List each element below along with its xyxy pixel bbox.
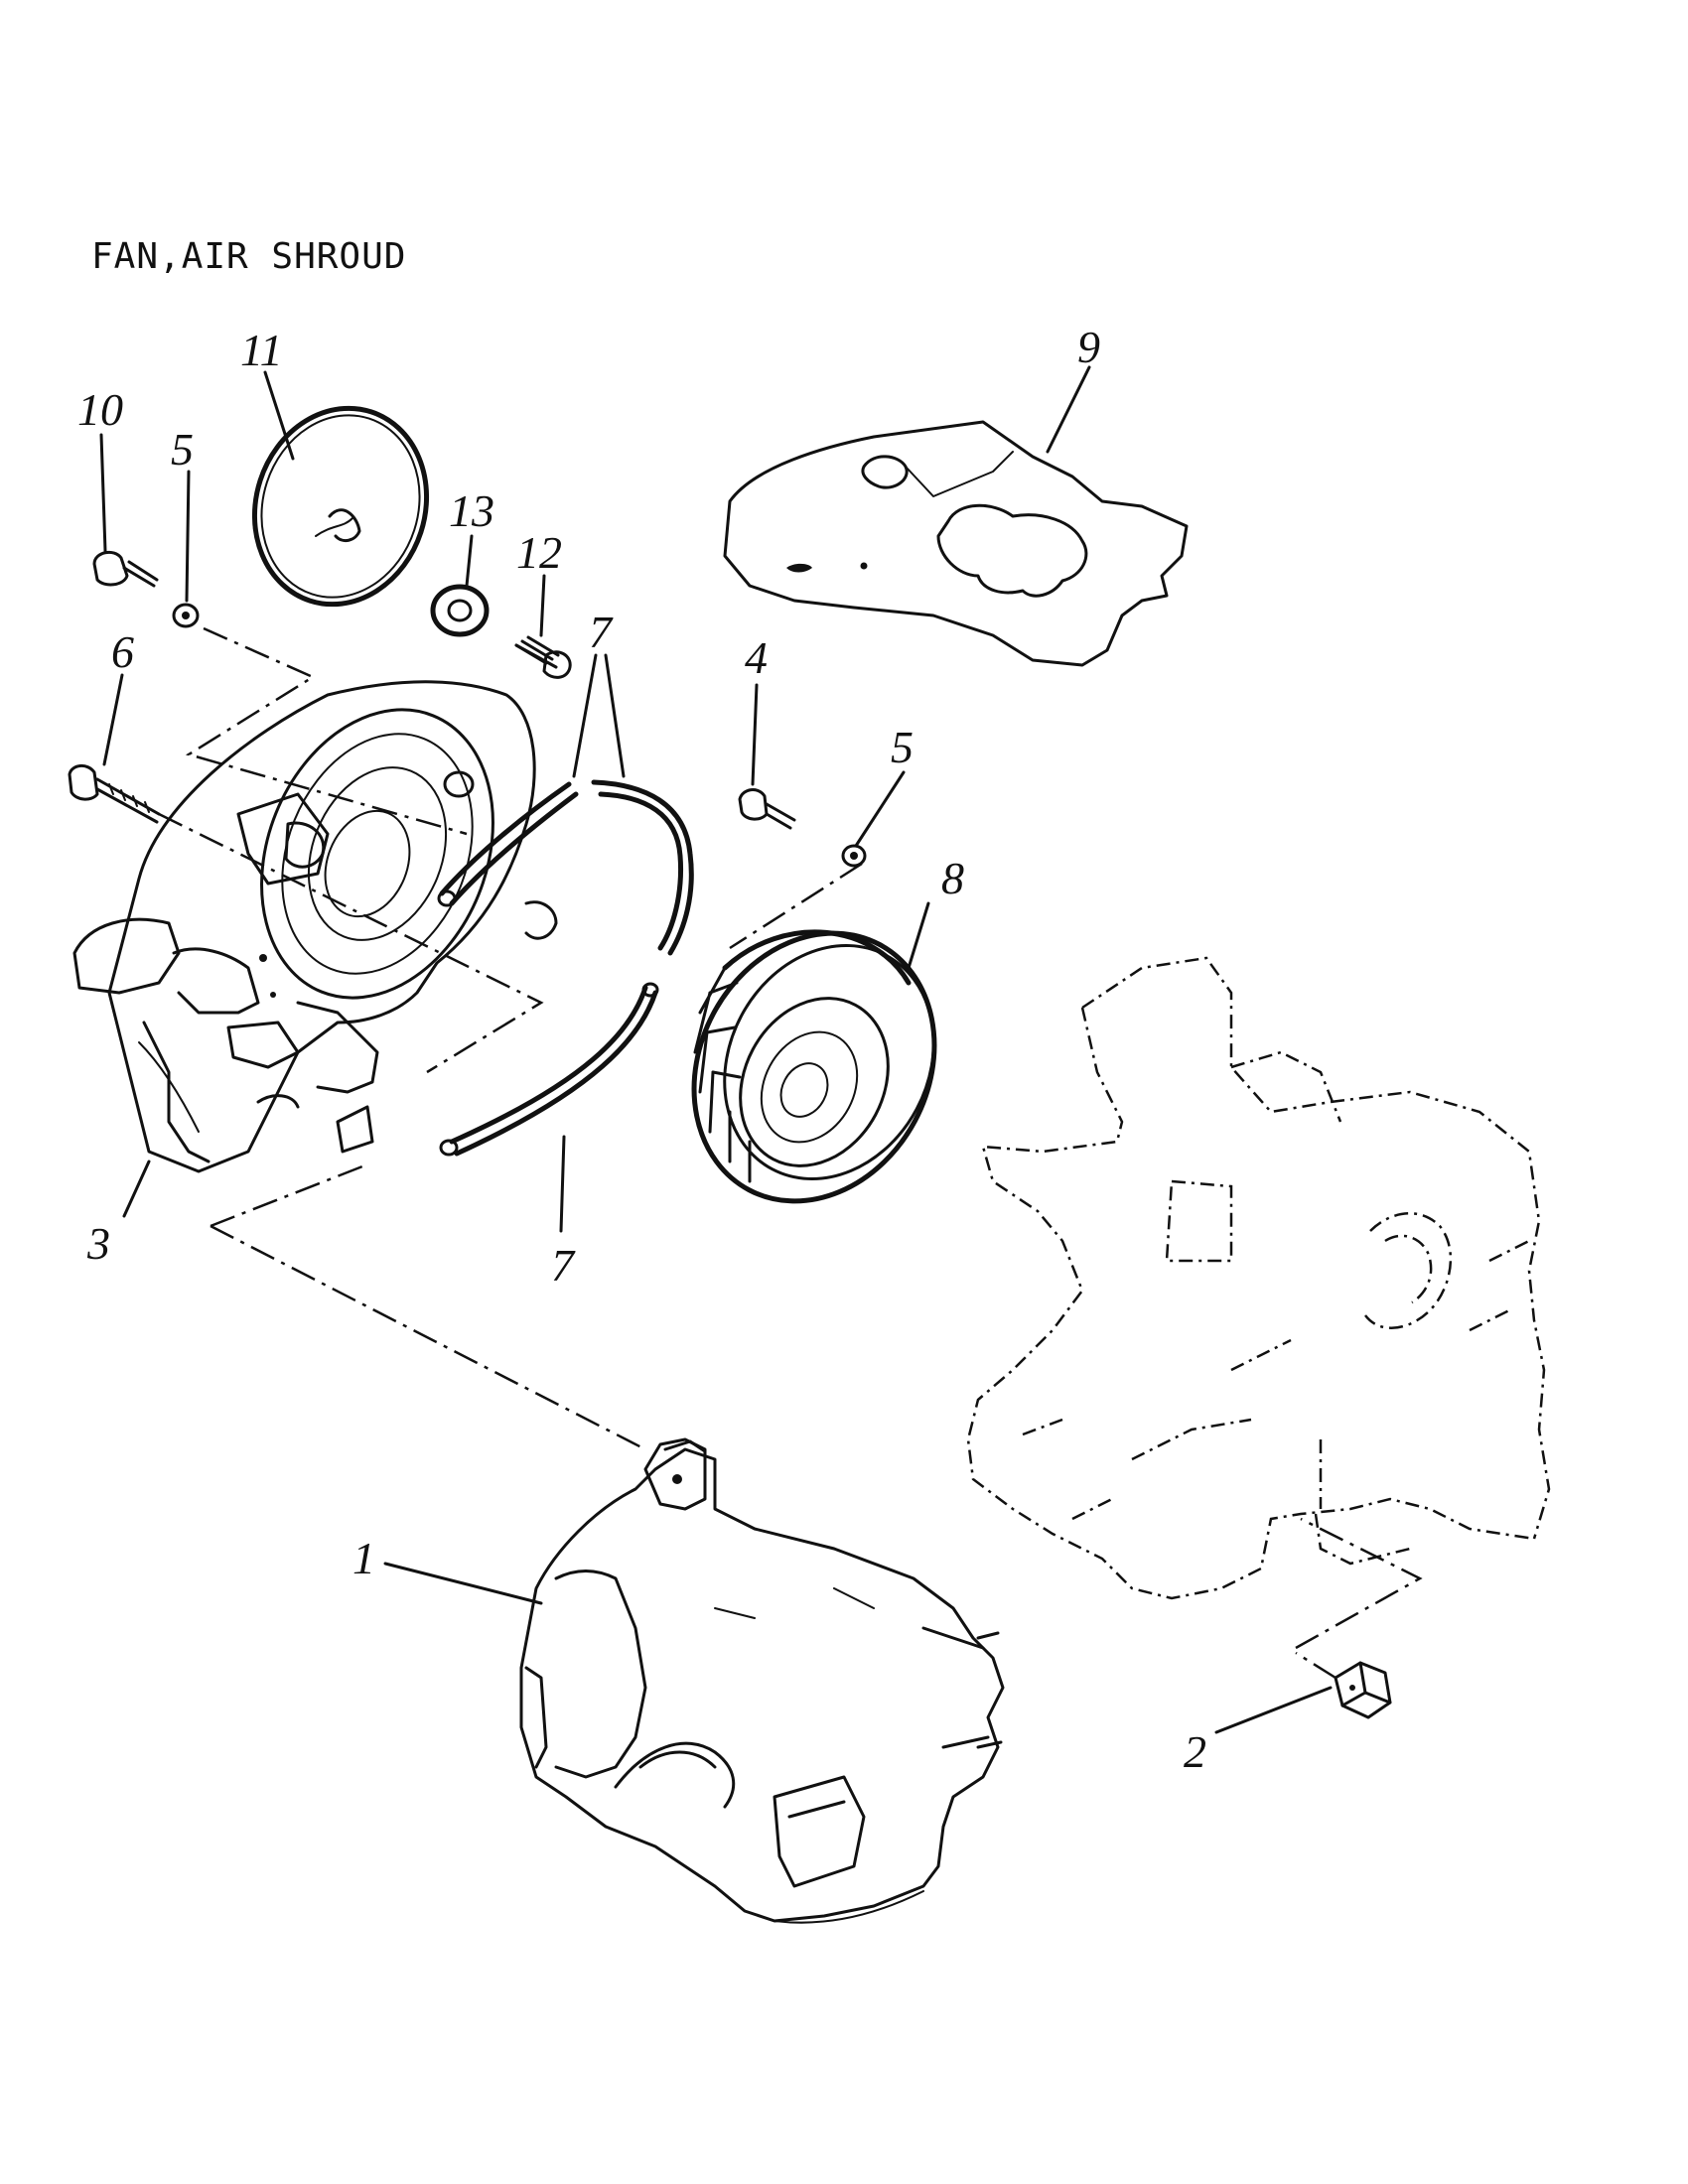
callout-12: 12 xyxy=(516,527,562,578)
leader-lines xyxy=(99,365,1333,1734)
part-1-air-shroud xyxy=(519,1437,1005,1924)
part-10-screw xyxy=(92,550,159,588)
callout-6: 6 xyxy=(111,626,134,677)
engine-block-outline xyxy=(966,956,1551,1600)
callout-7-bottom: 7 xyxy=(551,1240,576,1291)
callout-9: 9 xyxy=(1077,322,1100,372)
part-2-clip xyxy=(1334,1661,1392,1719)
callout-11: 11 xyxy=(240,325,283,375)
part-3-fan-housing xyxy=(72,680,558,1173)
part-6-screw xyxy=(68,764,161,824)
callout-7-top: 7 xyxy=(589,607,614,657)
part-8-flywheel xyxy=(691,929,937,1204)
part-11-gasket xyxy=(251,405,430,608)
callout-8: 8 xyxy=(941,853,964,903)
callout-13: 13 xyxy=(449,485,494,536)
callout-10: 10 xyxy=(77,384,123,435)
callout-3: 3 xyxy=(86,1218,110,1269)
part-5-washer-right xyxy=(841,844,867,868)
callout-2: 2 xyxy=(1184,1726,1206,1777)
assembly-lines xyxy=(158,626,1423,1680)
part-13-washer xyxy=(430,584,490,637)
part-12-screw xyxy=(514,635,572,679)
part-7-hoses xyxy=(437,779,694,1157)
callout-1: 1 xyxy=(352,1533,375,1583)
part-5-washer-left xyxy=(172,603,200,628)
callout-5-left: 5 xyxy=(171,424,194,475)
callout-4: 4 xyxy=(745,632,768,683)
part-4-bolt xyxy=(738,788,796,830)
callout-5-right: 5 xyxy=(891,722,914,772)
part-9-heat-shield xyxy=(723,420,1189,667)
callout-numbers: 1 2 3 4 5 5 6 7 7 8 9 10 11 12 13 xyxy=(77,322,1206,1777)
diagram-title: FAN,AIR SHROUD xyxy=(91,236,406,277)
